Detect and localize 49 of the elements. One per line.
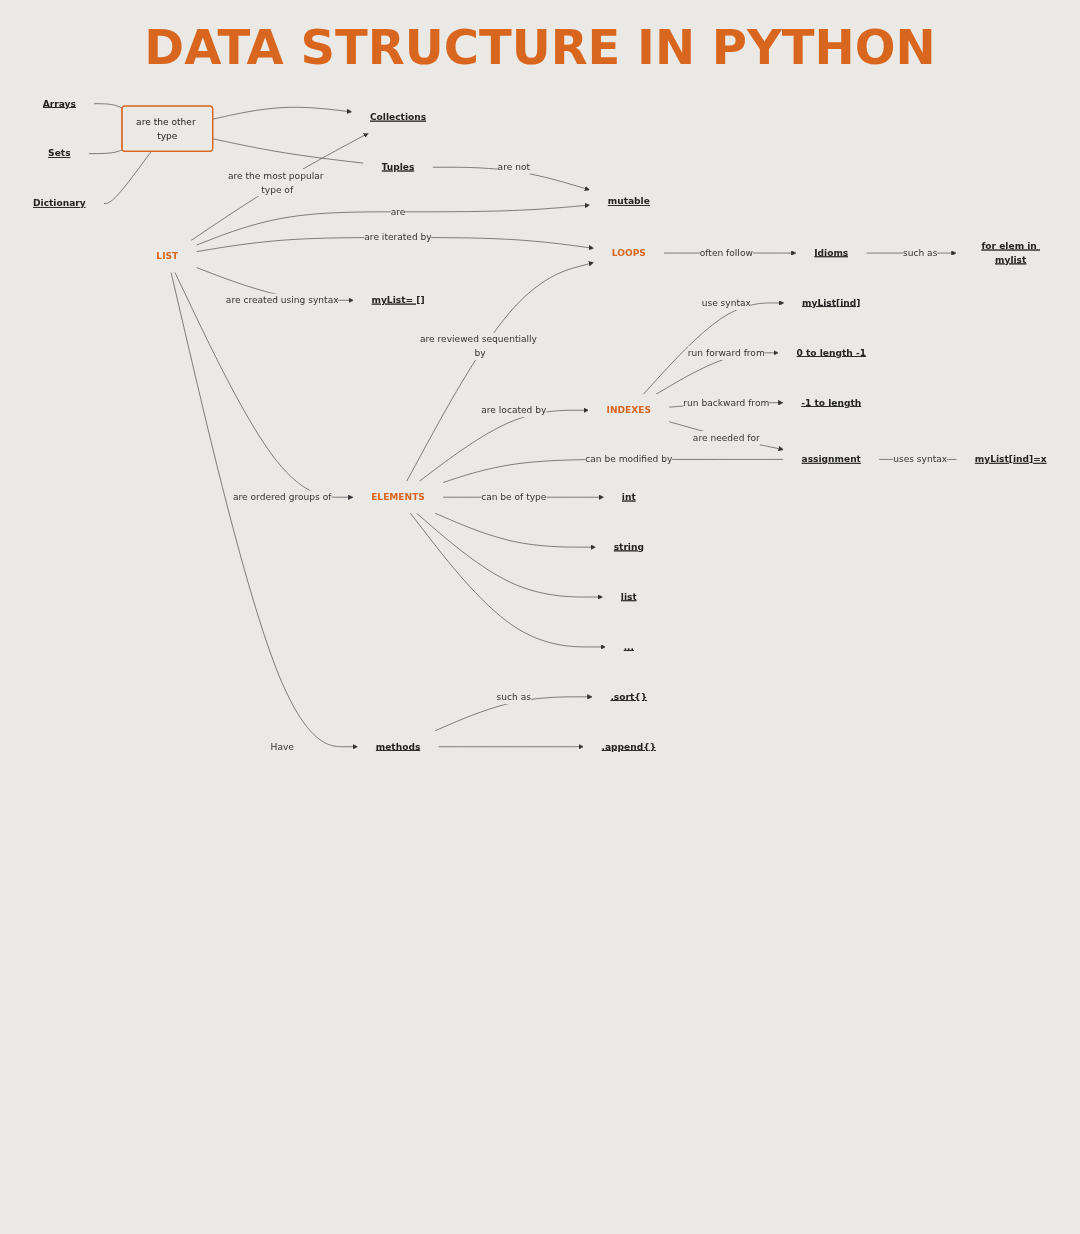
- edge-label: are ordered groups of: [233, 491, 332, 503]
- connector: [212, 138, 364, 164]
- edge-label: are iterated by: [364, 232, 432, 244]
- node-text: .sort{}: [610, 691, 648, 703]
- edge-label: Have: [270, 741, 294, 753]
- edge-label: such as: [903, 247, 938, 259]
- node-text: Arrays: [42, 98, 76, 110]
- edge-label: use syntax: [701, 297, 751, 309]
- edge-label: uses syntax: [893, 454, 948, 465]
- edge-label: are created using syntax: [225, 294, 339, 306]
- edge-label: are not: [497, 161, 531, 173]
- connector: [103, 151, 152, 204]
- edge-label: run backward from: [683, 397, 770, 409]
- node-text: -1 to length: [801, 397, 862, 409]
- diagram-title: DATA STRUCTURE IN PYTHON: [143, 20, 937, 76]
- node-text: myList[ind]=x: [974, 454, 1047, 465]
- edge-label: are reviewed sequentially by: [420, 334, 538, 359]
- node-text: mutable: [607, 196, 650, 208]
- node-text: INDEXES: [606, 404, 652, 416]
- edge-label: such as: [496, 691, 532, 703]
- edge-label: are: [390, 206, 406, 218]
- node-text: LIST: [156, 251, 179, 262]
- edge-label: are the most popular type of: [227, 170, 324, 195]
- node-text: myList= []: [371, 294, 425, 306]
- node-text: .append{}: [601, 741, 657, 753]
- node-text: Collections: [369, 111, 427, 123]
- node-text: LOOPS: [611, 247, 646, 259]
- connector: [93, 103, 123, 109]
- edge-label: are located by: [481, 404, 547, 416]
- node-text: Sets: [48, 148, 71, 160]
- node-text: for elem in mylist: [981, 240, 1037, 266]
- node-text: assignment: [801, 454, 861, 465]
- node-text: string: [613, 541, 644, 553]
- node-text: list: [620, 591, 637, 603]
- edge-label: run forward from: [687, 347, 765, 359]
- node-text: Idioms: [814, 247, 849, 259]
- node-text: myList[ind]: [802, 297, 861, 309]
- node-text: 0 to length -1: [796, 347, 866, 359]
- edge-label: can be modified by: [585, 454, 673, 465]
- node-text: int: [621, 491, 636, 503]
- node-text: ...: [623, 641, 634, 653]
- edge-label: are needed for: [692, 432, 760, 444]
- edge-label: often follow: [699, 247, 753, 259]
- edge-label: can be of type: [481, 491, 547, 503]
- node-text: Tuples: [381, 161, 415, 173]
- connector: [88, 149, 123, 155]
- node-text: methods: [375, 741, 421, 753]
- node-text: ELEMENTS: [371, 491, 425, 503]
- node-text: Dictionary: [33, 198, 86, 209]
